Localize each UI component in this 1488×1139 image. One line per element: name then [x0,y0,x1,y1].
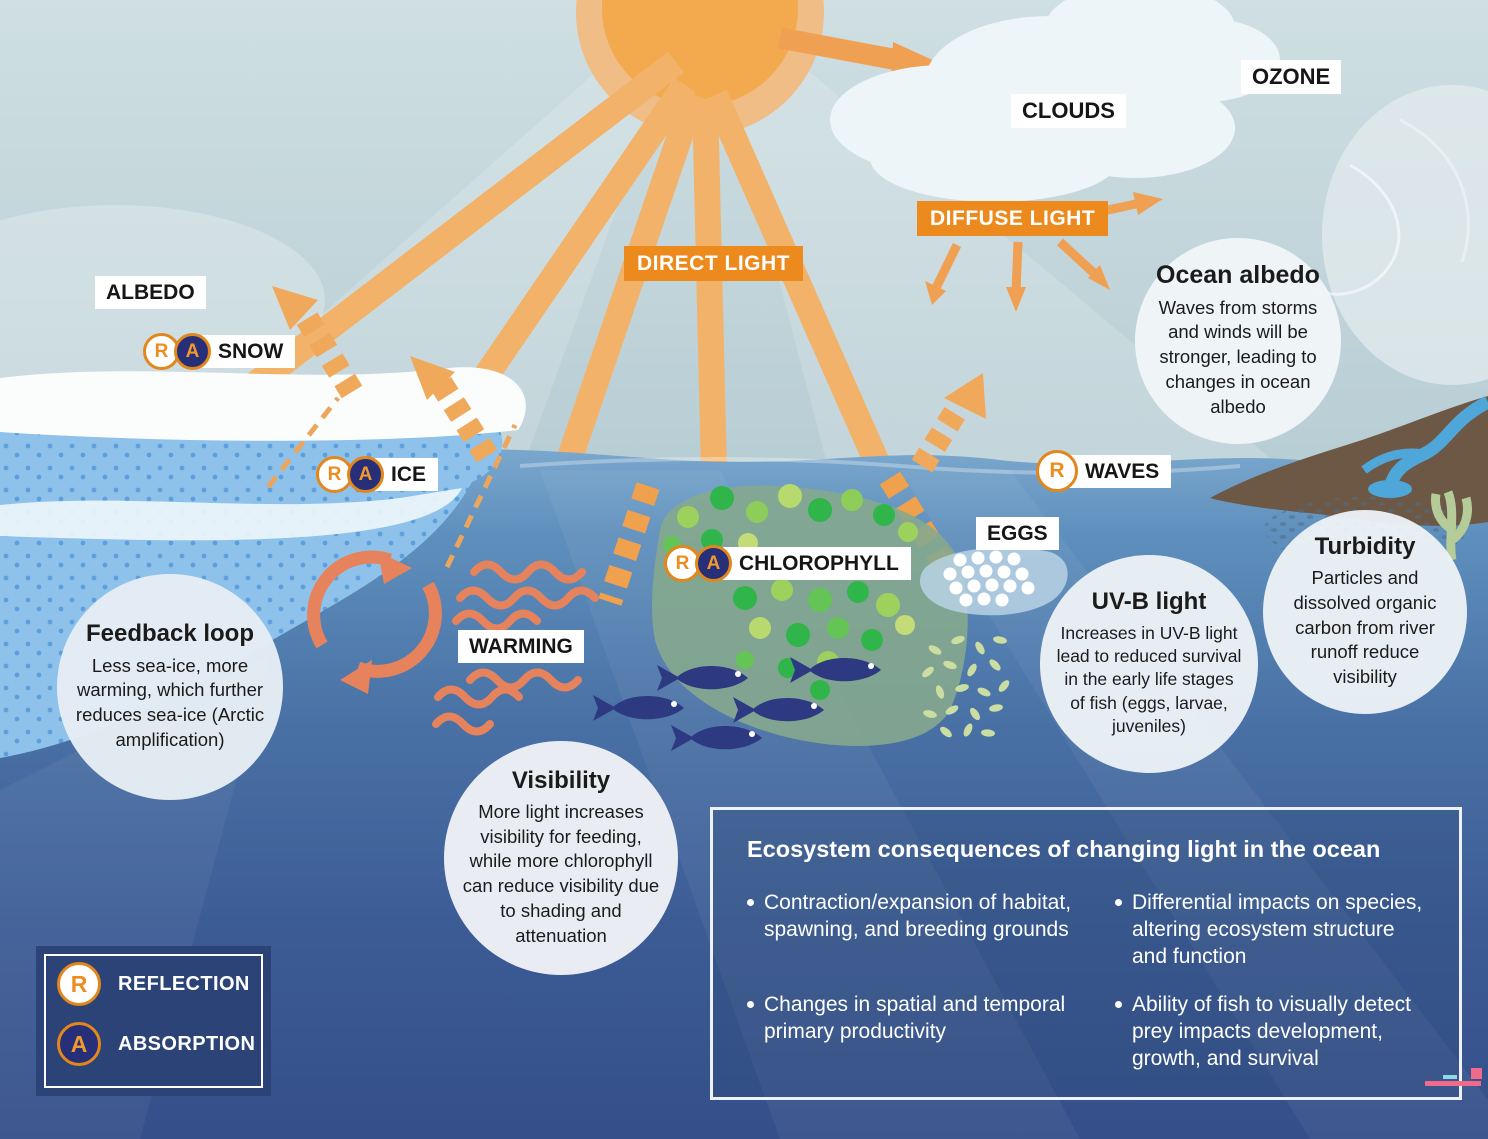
bubble-text: Increases in UV-B light lead to reduced … [1056,622,1242,737]
bubble-title: UV-B light [1091,588,1207,616]
bullet-dot-icon [747,898,754,906]
absorption-label: ABSORPTION [118,1032,256,1055]
bullet-text: Changes in spatial and temporal primary … [764,993,1066,1044]
snow-label: SNOW [202,335,296,368]
reflection-label: REFLECTION [118,972,250,995]
bullet-text: Ability of fish to visually detect prey … [1132,993,1411,1071]
ice-group: R A ICE [316,456,439,493]
legend-absorption-row: A ABSORPTION [57,1022,271,1066]
warming-feedback-arrows [307,550,442,694]
ecosystem-consequences-panel: Ecosystem consequences of changing light… [710,807,1462,1100]
bubble-title: Ocean albedo [1156,261,1320,290]
bullet-dot-icon [747,1001,754,1009]
ecosystem-bullet: Differential impacts on species, alterin… [1115,890,1425,971]
absorption-badge-icon: A [695,545,732,582]
turbidity-bubble: Turbidity Particles and dissolved organi… [1263,510,1467,714]
eggs-cluster [920,547,1068,616]
larvae-cluster [922,635,1010,738]
eggs-label: EGGS [976,517,1059,550]
bubble-text: Particles and dissolved organic carbon f… [1293,567,1437,688]
reflection-badge-icon: R [1036,450,1078,492]
direct-light-label: DIRECT LIGHT [624,246,803,281]
ecosystem-bullet: Ability of fish to visually detect prey … [1115,992,1425,1073]
annotation-artifact [1443,1075,1457,1079]
absorption-badge-icon: A [174,333,211,370]
bullet-text: Differential impacts on species, alterin… [1132,890,1423,968]
ecosystem-title: Ecosystem consequences of changing light… [747,836,1381,862]
annotation-artifact [1471,1068,1482,1079]
diffuse-light-arrows [925,192,1163,312]
waves-label: WAVES [1069,454,1172,488]
chlorophyll-group: R A CHLOROPHYLL [664,545,911,582]
ice-label: ICE [375,458,439,491]
legend-reflection-row: R REFLECTION [57,962,271,1006]
bullet-text: Contraction/expansion of habitat, spawni… [764,890,1072,941]
visibility-bubble: Visibility More light increases visibili… [444,741,678,975]
snow-icon [0,367,526,441]
absorption-badge-icon: A [347,456,384,493]
reflection-badge-icon: R [57,962,101,1006]
chlorophyll-label: CHLOROPHYLL [723,547,911,580]
feedback-loop-bubble: Feedback loop Less sea-ice, more warming… [57,574,283,800]
ocean-albedo-bubble: Ocean albedo Waves from storms and winds… [1135,238,1341,444]
bubble-title: Visibility [511,766,611,794]
ecosystem-bullet: Contraction/expansion of habitat, spawni… [747,890,1077,971]
reflection-arrows [266,286,986,569]
bubble-text: Waves from storms and winds will be stro… [1158,296,1318,417]
bubble-text: More light increases visibility for feed… [462,800,660,946]
bullet-dot-icon [1115,1001,1122,1009]
uvb-light-bubble: UV-B light Increases in UV-B light lead … [1040,555,1258,773]
clouds-label: CLOUDS [1011,94,1126,128]
ozone-label: OZONE [1241,60,1342,94]
ecosystem-bullet: Changes in spatial and temporal primary … [747,992,1077,1073]
ecosystem-bullets: Contraction/expansion of habitat, spawni… [747,890,1425,1073]
annotation-artifact [1425,1081,1481,1086]
warming-waves [432,560,599,736]
bubble-text: Less sea-ice, more warming, which furthe… [75,654,265,750]
coral-icon [1431,490,1472,561]
legend-box: R REFLECTION A ABSORPTION [36,946,271,1096]
absorption-badge-icon: A [57,1022,101,1066]
waves-group: R WAVES [1036,450,1172,492]
bubble-title: Feedback loop [85,620,255,648]
bullet-dot-icon [1115,898,1122,906]
snow-group: R A SNOW [143,333,296,370]
diffuse-light-label: DIFFUSE LIGHT [917,201,1109,236]
bubble-title: Turbidity [1314,532,1416,560]
warming-label: WARMING [458,630,584,663]
albedo-label: ALBEDO [95,276,206,309]
